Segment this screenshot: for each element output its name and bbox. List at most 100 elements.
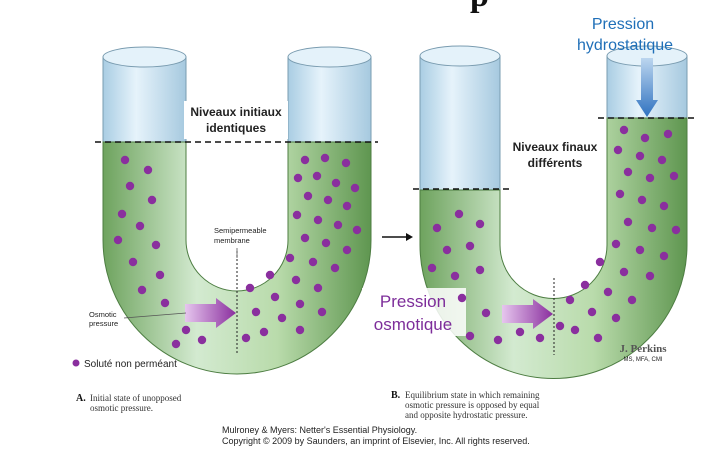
solutes-a <box>113 153 362 349</box>
solute-particle <box>623 217 633 227</box>
solute-particle <box>151 240 161 250</box>
solute-particle <box>320 153 330 163</box>
credit-line-1: Mulroney & Myers: Netter's Essential Phy… <box>222 425 417 435</box>
solute-particle <box>465 241 475 251</box>
solute-particle <box>450 271 460 281</box>
caption-b-line3: and opposite hydrostatic pressure. <box>405 410 527 420</box>
solute-particle <box>465 331 475 341</box>
osmotic-arrow-b <box>502 299 553 329</box>
solute-particle <box>515 327 525 337</box>
solute-particle <box>285 253 295 263</box>
solute-particle <box>300 233 310 243</box>
solute-particle <box>623 167 633 177</box>
hydrostatic-label-2: hydrostatique <box>577 37 673 54</box>
solute-particle <box>292 210 302 220</box>
solute-particle <box>259 327 269 337</box>
tube-a-left-empty <box>102 56 187 143</box>
solute-particle <box>580 280 590 290</box>
solute-particle <box>640 133 650 143</box>
solute-particle <box>300 155 310 165</box>
solute-particle <box>645 173 655 183</box>
solute-particle <box>137 285 147 295</box>
solute-particle <box>251 307 261 317</box>
solute-particle <box>603 287 613 297</box>
osmotic-label-bg <box>362 288 466 336</box>
caption-a-line1: Initial state of unopposed <box>90 393 182 403</box>
solute-particle <box>147 195 157 205</box>
solute-particle <box>323 195 333 205</box>
solute-particle <box>570 325 580 335</box>
caption-b-line2: osmotic pressure is opposed by equal <box>405 400 540 410</box>
initial-level-label-2: identiques <box>206 121 266 135</box>
caption-a-line2: osmotic pressure. <box>90 403 153 413</box>
solute-particle <box>160 298 170 308</box>
solute-particle <box>454 209 464 219</box>
solute-particle <box>303 191 313 201</box>
solute-particle <box>442 245 452 255</box>
solute-particle <box>659 201 669 211</box>
solute-particle <box>342 201 352 211</box>
solute-particle <box>595 257 605 267</box>
solute-particle <box>313 215 323 225</box>
osmotic-b-label-2: osmotique <box>374 315 452 334</box>
partial-title: p <box>470 0 489 14</box>
initial-level-label-bg <box>184 101 288 139</box>
solute-particle <box>475 265 485 275</box>
transition-arrow <box>382 233 413 241</box>
tube-a-right-rim <box>287 46 372 68</box>
solute-particle <box>635 245 645 255</box>
hydrostatic-arrow <box>636 58 658 117</box>
solute-particle <box>120 155 130 165</box>
solute-particle <box>313 283 323 293</box>
solute-particle <box>663 129 673 139</box>
solute-particle <box>613 145 623 155</box>
artist-credentials: MS, MFA, CMI <box>624 357 663 363</box>
solute-particle <box>155 270 165 280</box>
liquid-a <box>102 141 372 375</box>
solute-particle <box>352 225 362 235</box>
solute-particle <box>671 225 681 235</box>
solute-particle <box>171 339 181 349</box>
caption-b-letter: B. <box>391 390 401 401</box>
solute-particle <box>481 308 491 318</box>
solute-particle <box>197 335 207 345</box>
solute-particle <box>117 209 127 219</box>
solute-particle <box>611 239 621 249</box>
solute-particle <box>350 183 360 193</box>
tube-b-left-rim <box>419 45 501 67</box>
solute-particle <box>321 238 331 248</box>
solute-particle <box>619 125 629 135</box>
solute-particle <box>245 283 255 293</box>
solute-particle <box>295 325 305 335</box>
solute-particle <box>113 235 123 245</box>
osmotic-label-1: Osmotic <box>89 310 117 319</box>
final-level-label-1: Niveaux finaux <box>513 140 598 154</box>
osmotic-label-2: pressure <box>89 319 118 328</box>
solute-particle <box>293 173 303 183</box>
artist-signature: J. Perkins <box>619 343 667 355</box>
solute-particle <box>565 295 575 305</box>
panel-a: Niveaux initiaux identiques Semipermeabl… <box>89 46 378 375</box>
solute-particle <box>493 335 503 345</box>
solute-particle <box>659 251 669 261</box>
osmotic-arrow-a <box>185 298 236 328</box>
solute-particle <box>317 307 327 317</box>
membrane-label-2: membrane <box>214 236 250 245</box>
osmotic-pointer-a <box>123 312 187 319</box>
solute-particle <box>128 257 138 267</box>
tube-b-left-empty <box>419 55 501 191</box>
solute-particle <box>265 270 275 280</box>
osmotic-b-label-1: Pression <box>380 292 446 311</box>
initial-level-label-1: Niveaux initiaux <box>190 105 282 119</box>
membrane-label-1: Semipermeable <box>214 226 267 235</box>
tube-a-left-rim <box>102 46 187 68</box>
solute-particle <box>331 178 341 188</box>
credit-line-2: Copyright © 2009 by Saunders, an imprint… <box>222 436 530 446</box>
solute-particle <box>427 263 437 273</box>
solute-particle <box>295 299 305 309</box>
solute-particle <box>342 245 352 255</box>
solute-particle <box>535 333 545 343</box>
solute-particle <box>330 263 340 273</box>
panel-b: Pression hydrostatique Niveaux finaux di… <box>362 16 696 379</box>
